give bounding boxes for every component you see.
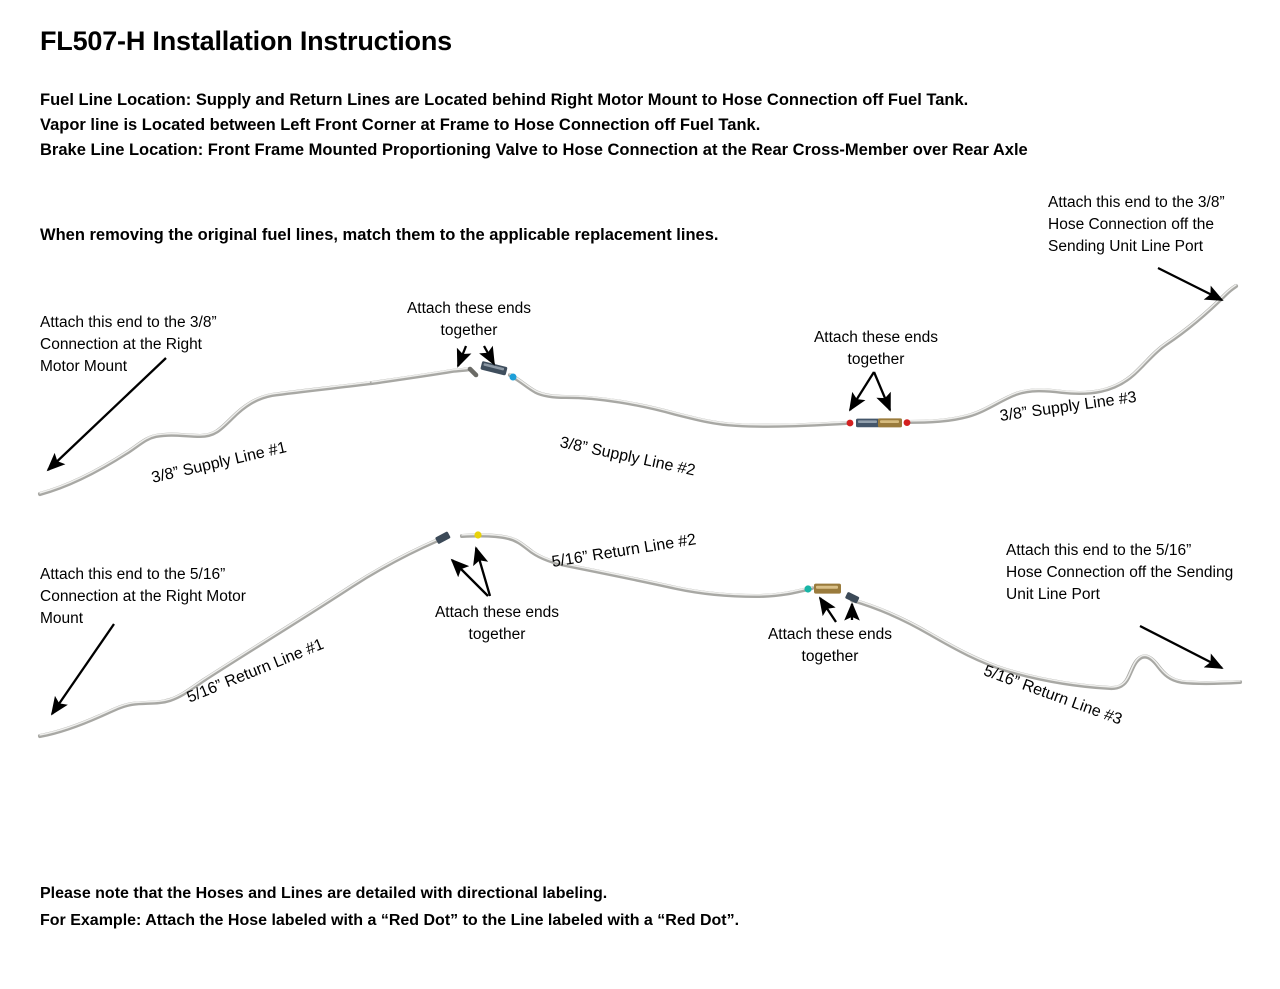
return-line-2-tube bbox=[459, 533, 815, 599]
return-line-2-teal-dot bbox=[804, 585, 812, 593]
supply-left-arrow bbox=[46, 357, 167, 472]
callout-supply-mid-1-line-2: together bbox=[440, 322, 498, 339]
return-line-3-tube bbox=[849, 597, 1243, 691]
callout-return-right-line-2: Hose Connection off the Sending bbox=[1006, 564, 1234, 581]
supply-line-2-right-fitting bbox=[846, 418, 880, 428]
callout-return-mid-1-line-1: Attach these ends bbox=[434, 604, 560, 621]
intro-paragraph: Fuel Line Location: Supply and Return Li… bbox=[40, 88, 1220, 163]
supply-mid2-arrow-left bbox=[849, 371, 875, 412]
callout-supply-mid-2-line-1: Attach these ends bbox=[813, 329, 939, 346]
callout-return-mid-1: Attach these ends together bbox=[424, 602, 570, 646]
callout-supply-mid-1: Attach these ends together bbox=[401, 298, 537, 342]
supply-mid1-arrow-right bbox=[479, 345, 496, 366]
supply-right-arrow bbox=[1157, 266, 1224, 302]
callout-return-left-line-3: Mount bbox=[40, 610, 84, 627]
supply-line-2-tube bbox=[507, 372, 849, 428]
supply-line-2-red-dot bbox=[846, 419, 854, 427]
callout-supply-right-line-3: Sending Unit Line Port bbox=[1048, 238, 1204, 255]
callout-return-right-line-1: Attach this end to the 5/16” bbox=[1006, 542, 1192, 559]
callout-supply-right-line-2: Hose Connection off the bbox=[1048, 216, 1215, 233]
supply-line-1-tube bbox=[37, 380, 375, 497]
intro-line-1: Fuel Line Location: Supply and Return Li… bbox=[40, 91, 969, 109]
callout-supply-left-line-3: Motor Mount bbox=[40, 358, 128, 375]
callout-supply-mid-1-line-1: Attach these ends bbox=[406, 300, 532, 317]
return-line-2-right-fitting bbox=[804, 583, 841, 594]
callout-return-right-line-3: Unit Line Port bbox=[1006, 586, 1100, 603]
return-mid1-arrow-left bbox=[450, 558, 489, 597]
callout-supply-left-line-2: Connection at the Right bbox=[40, 336, 202, 353]
callout-supply-left: Attach this end to the 3/8” Connection a… bbox=[40, 312, 217, 378]
callout-supply-mid-2: Attach these ends together bbox=[808, 327, 944, 371]
callout-supply-right-line-1: Attach this end to the 3/8” bbox=[1048, 194, 1225, 211]
footer-line-1: Please note that the Hoses and Lines are… bbox=[40, 885, 608, 902]
supply-mid2-arrow-right bbox=[872, 371, 892, 412]
return-line-1-tube bbox=[37, 537, 441, 739]
return-line-3-tip-fitting bbox=[845, 592, 860, 604]
callout-supply-left-line-1: Attach this end to the 3/8” bbox=[40, 314, 217, 331]
callout-return-left: Attach this end to the 5/16” Connection … bbox=[40, 564, 246, 630]
return-right-arrow bbox=[1139, 624, 1224, 670]
supply-line-3-left-fitting bbox=[878, 418, 911, 428]
callout-supply-mid-2-line-2: together bbox=[847, 351, 905, 368]
callout-return-mid-2-line-2: together bbox=[801, 648, 859, 665]
callout-return-left-line-2: Connection at the Right Motor bbox=[40, 588, 246, 605]
intro-line-3: Brake Line Location: Front Frame Mounted… bbox=[40, 141, 1028, 159]
intro-line-2: Vapor line is Located between Left Front… bbox=[40, 116, 761, 134]
callout-return-mid-2: Attach these ends together bbox=[762, 624, 898, 668]
footer-note: Please note that the Hoses and Lines are… bbox=[40, 880, 739, 934]
emphasis-note: When removing the original fuel lines, m… bbox=[40, 226, 719, 244]
callout-return-mid-2-line-1: Attach these ends bbox=[767, 626, 893, 643]
footer-line-2: For Example: Attach the Hose labeled wit… bbox=[40, 912, 740, 929]
page-title: FL507-H Installation Instructions bbox=[40, 26, 452, 56]
callout-return-left-line-1: Attach this end to the 5/16” bbox=[40, 566, 226, 583]
supply-line-1-tube-end bbox=[369, 366, 479, 386]
supply-mid1-arrow-left bbox=[456, 345, 472, 368]
callout-supply-right: Attach this end to the 3/8” Hose Connect… bbox=[1048, 192, 1225, 258]
callout-return-right: Attach this end to the 5/16” Hose Connec… bbox=[1006, 540, 1233, 606]
supply-line-2-blue-dot bbox=[509, 373, 517, 381]
return-left-arrow bbox=[50, 623, 115, 716]
return-mid1-arrow-right bbox=[473, 546, 492, 597]
callout-return-mid-1-line-2: together bbox=[468, 626, 526, 643]
return-mid2-arrow-left bbox=[818, 596, 837, 623]
return-line-2-yellow-dot bbox=[474, 531, 482, 539]
supply-line-3-red-dot bbox=[903, 419, 911, 426]
return-line-1-tip-fitting bbox=[435, 531, 451, 544]
